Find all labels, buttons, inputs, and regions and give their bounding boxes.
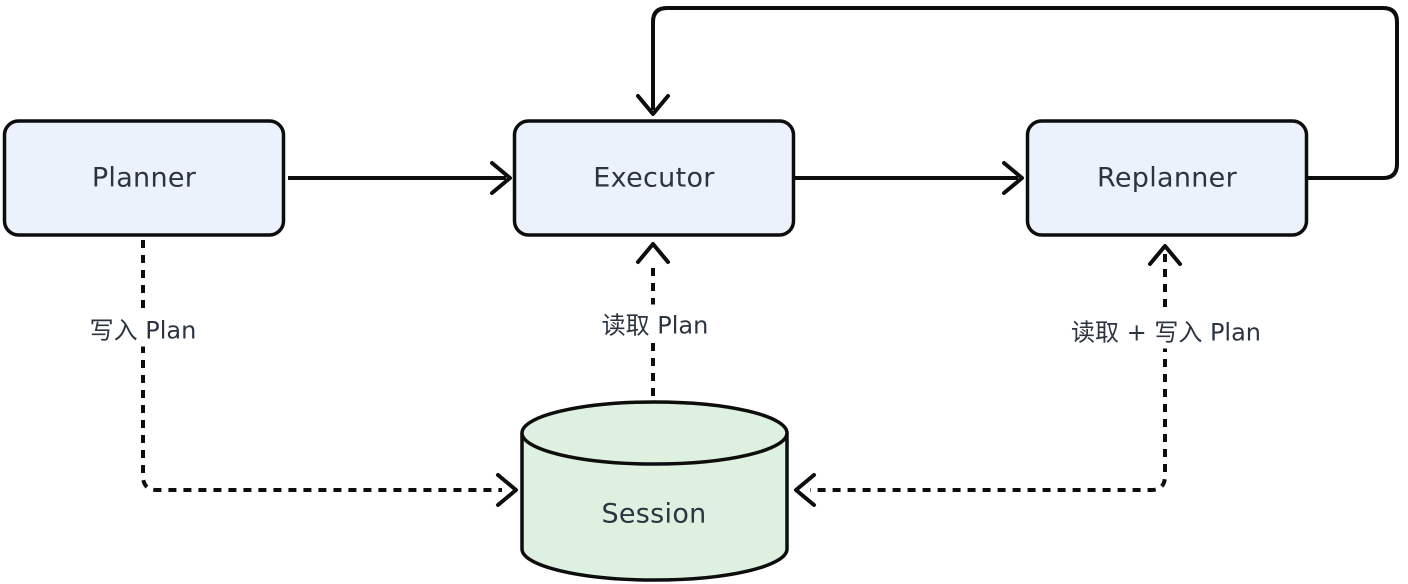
- node-executor: [512, 119, 796, 237]
- node-replanner: [1025, 119, 1309, 237]
- node-planner: [2, 119, 286, 237]
- arrowhead-into-executor-top: [636, 94, 670, 116]
- arrowhead-into-replanner-bottom: [1148, 244, 1182, 266]
- arrowhead-into-session-right: [794, 473, 816, 507]
- edge-replanner-session: [810, 254, 1167, 492]
- edge-replanner-executor-loop: [651, 6, 1399, 180]
- node-label-replanner: Replanner: [1097, 162, 1237, 194]
- node-session-cylinder-body: [520, 433, 789, 582]
- node-session-cylinder-top: [520, 400, 789, 466]
- edge-label-write-plan: 写入 Plan: [82, 309, 204, 347]
- arrowhead-into-session-left: [496, 473, 518, 507]
- edge-planner-session: [141, 240, 502, 492]
- edge-label-read-write-plan: 读取 + 写入 Plan: [1063, 311, 1269, 349]
- arrowhead-into-executor-left: [490, 161, 512, 195]
- arrowhead-into-executor-bottom: [636, 242, 670, 264]
- node-label-session: Session: [601, 498, 707, 530]
- arrowhead-into-replanner-left: [1002, 161, 1024, 195]
- node-label-executor: Executor: [593, 162, 715, 194]
- node-label-planner: Planner: [91, 162, 197, 194]
- edge-label-read-plan: 读取 Plan: [594, 304, 716, 342]
